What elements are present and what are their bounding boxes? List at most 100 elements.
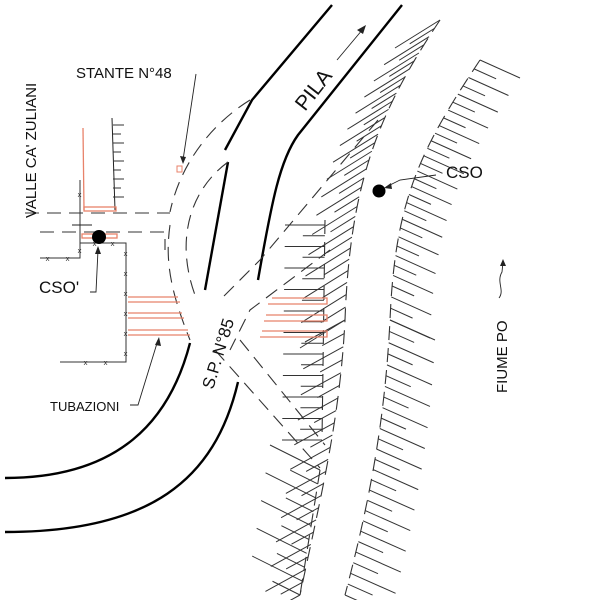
hatch-right-lower: [389, 319, 436, 341]
arrow-tubazioni: [155, 337, 161, 346]
hatch-right-upper: [411, 186, 452, 206]
hatch-left-lower: [265, 568, 306, 592]
hatch-left-upper: [349, 142, 376, 159]
hatch-left-upper: [383, 36, 430, 66]
hatch-left-lower: [319, 359, 343, 373]
hatch-right-lower: [367, 499, 393, 512]
hatch-left-lower: [313, 410, 337, 424]
hatch-left-upper: [409, 27, 435, 45]
hatch-right-upper: [391, 296, 432, 316]
hatch-left-lower: [301, 483, 324, 497]
hatch-right-lower: [376, 448, 422, 470]
hatch-lower-left: [269, 444, 321, 471]
hatch-left-upper: [344, 159, 370, 176]
dashed-diagonal-2: [229, 249, 331, 351]
hatch-right-lower: [362, 520, 388, 533]
road-pila: [203, 4, 403, 291]
hatch-right-upper: [398, 236, 439, 256]
building-wall-right: [111, 117, 116, 211]
hatch-left-upper: [338, 177, 365, 194]
hatch-right-lower: [360, 530, 406, 552]
hatch-right-upper: [473, 68, 497, 80]
building-base: [83, 206, 117, 212]
hatch-right-upper: [392, 275, 434, 294]
hatch-left-upper: [330, 216, 356, 233]
hatch-left-upper: [398, 44, 425, 61]
hatch-right-lower: [383, 396, 409, 409]
hatch-right-lower: [373, 469, 419, 491]
hatch-left-upper: [347, 100, 393, 130]
hatch-right-lower: [378, 438, 404, 451]
road-sp85-edge-outer: [4, 381, 240, 534]
fence-branch: [40, 243, 81, 259]
road-sp85-edge-inner: [4, 342, 192, 480]
hatch-right-lower: [389, 330, 415, 343]
fence-x-marker: x: [124, 330, 128, 338]
hatch-left-lower: [310, 434, 333, 448]
hatch-right-upper: [427, 147, 450, 159]
hatch-right-lower: [369, 489, 415, 511]
label-tubazioni: TUBAZIONI: [50, 399, 119, 414]
leader-tubazioni: [130, 339, 159, 406]
hatch-right-upper: [438, 125, 480, 145]
hatch-right-upper: [434, 132, 458, 144]
hatch-left-lower: [275, 519, 317, 543]
hatch-left-lower: [289, 594, 301, 600]
hatch-left-lower: [285, 556, 309, 570]
hatch-lower-left: [260, 500, 312, 527]
hatch-right-upper: [430, 140, 472, 160]
building-valle: [82, 117, 124, 212]
embankment-hatching: [251, 19, 521, 600]
road-pila-edge-right: [256, 4, 403, 281]
hatch-right-lower: [350, 572, 396, 594]
hatch-right-lower: [374, 458, 400, 471]
arrow-stante: [180, 156, 186, 164]
hatch-left-upper: [339, 117, 386, 146]
fence-x-marker: x: [111, 240, 115, 248]
hatch-left-lower: [294, 422, 335, 446]
fence-x-marker: x: [124, 310, 128, 318]
hatch-right-upper: [402, 218, 443, 238]
hatch-left-upper: [302, 270, 349, 300]
hatch-right-upper: [406, 202, 447, 222]
hatch-left-upper: [355, 84, 401, 114]
arrow-pila-head: [357, 25, 366, 34]
hatch-right-upper: [391, 285, 415, 297]
hatch-right-lower: [385, 375, 411, 388]
hatch-right-lower: [388, 342, 434, 364]
hatch-right-lower: [384, 386, 431, 407]
hatch-right-upper: [396, 245, 420, 257]
hatch-right-upper: [420, 162, 443, 174]
hatch-right-upper: [468, 77, 509, 96]
hatch-left-upper: [364, 68, 410, 98]
hatch-right-upper: [462, 85, 486, 97]
hatch-left-lower: [296, 507, 319, 521]
arrow-river-head: [500, 259, 506, 266]
hatch-right-lower: [344, 594, 358, 600]
dashed-embankment-right: [344, 59, 481, 596]
hatch-right-upper: [479, 59, 521, 79]
hatch-right-upper: [423, 155, 465, 175]
fence-x-marker: x: [66, 255, 70, 263]
leaders: [90, 25, 506, 406]
hatch-lower-left: [290, 469, 319, 485]
label-cso-left: CSO': [39, 278, 79, 297]
hatch-left-lower: [297, 397, 339, 421]
hatch-lower-left: [281, 525, 310, 540]
hatch-left-upper: [322, 281, 348, 299]
hatch-left-upper: [363, 108, 389, 126]
road-sp85: [4, 342, 240, 534]
building-wall-left: [82, 127, 85, 211]
hatch-right-upper: [394, 264, 417, 276]
hatch-right-upper: [414, 178, 437, 190]
hatch-right-lower: [355, 551, 402, 573]
arrow-cso-right: [384, 183, 392, 189]
label-valle: VALLE CA' ZULIANI: [23, 83, 40, 218]
hatch-lower-left: [276, 553, 305, 568]
arrow-pila-direction: [336, 28, 364, 61]
hatch-right-lower: [347, 583, 373, 596]
hatch-left-upper: [316, 186, 362, 216]
cso-left-point: [92, 230, 106, 244]
label-pila: PILA: [291, 65, 337, 115]
dashed-diagonal-4: [214, 349, 321, 469]
